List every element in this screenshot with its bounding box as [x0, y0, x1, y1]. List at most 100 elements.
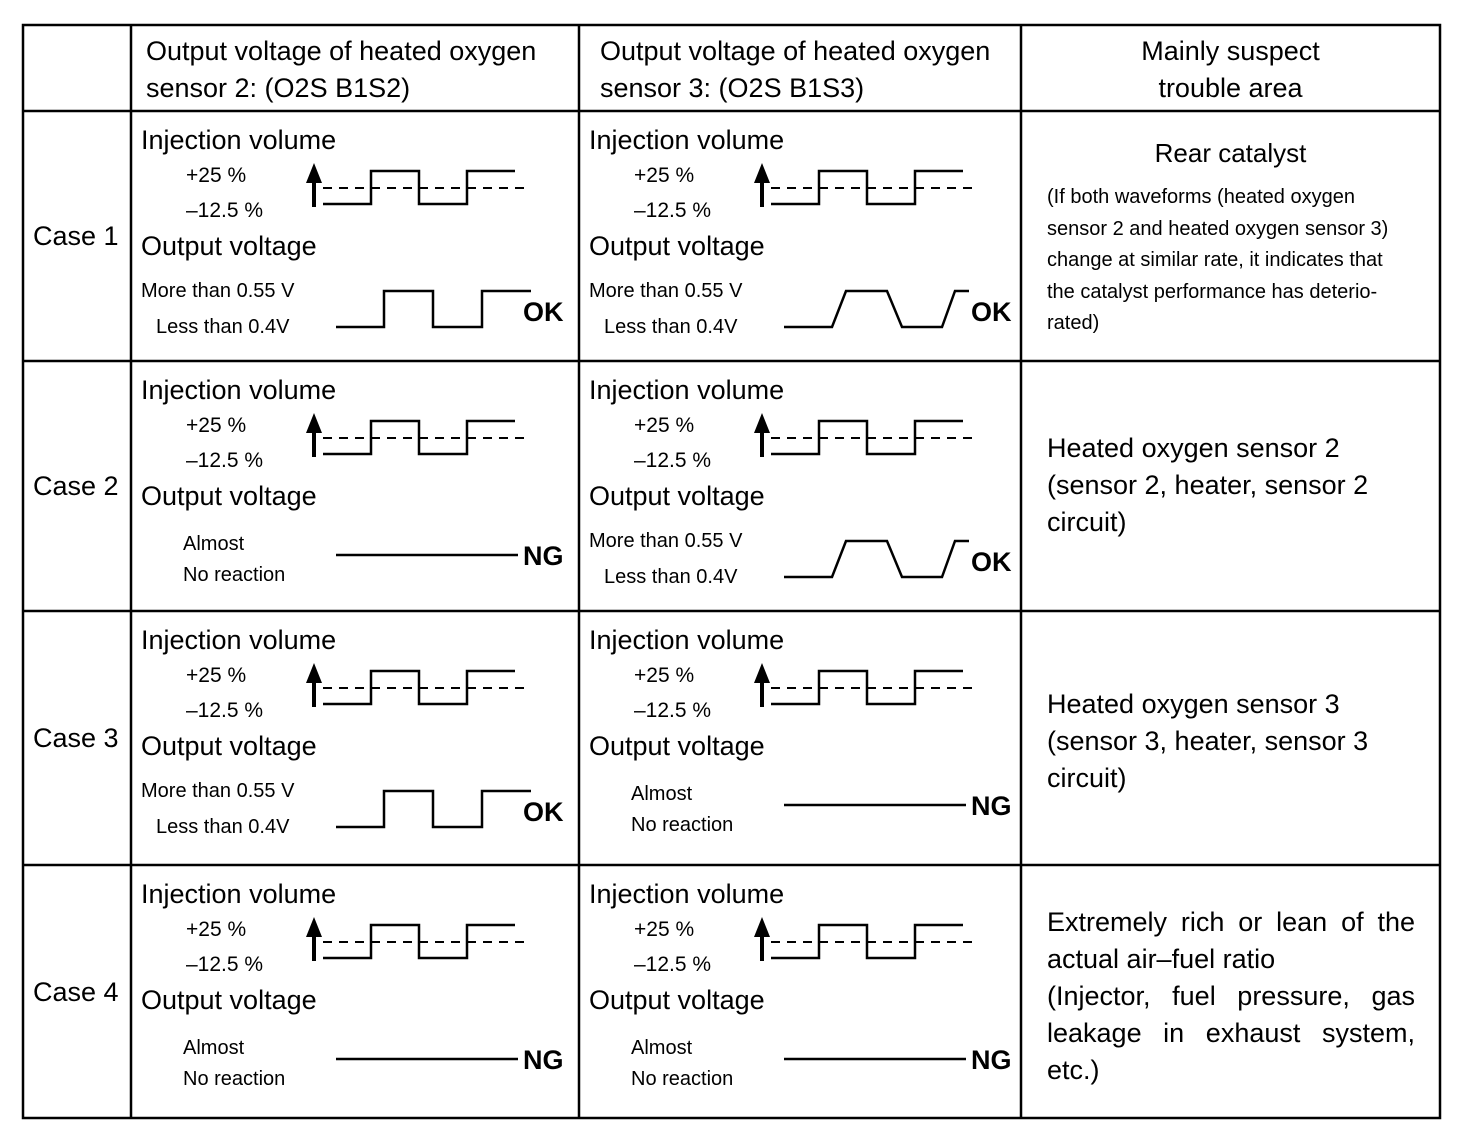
injection-square-wave	[771, 923, 963, 960]
output-voltage-label: Output voltage	[589, 985, 765, 1015]
note-line: (If both waveforms (heated oxygen	[1047, 186, 1355, 208]
injection-waveform	[306, 663, 525, 707]
injection-square-wave	[771, 419, 963, 456]
header-area-line1: Mainly suspect	[1141, 36, 1320, 66]
note-line: sensor 2 and heated oxygen sensor 3)	[1047, 217, 1389, 240]
injection-waveform	[306, 163, 525, 207]
area-line: circuit)	[1047, 507, 1127, 537]
injection-square-wave	[323, 169, 515, 206]
injection-low-label: –12.5 %	[186, 699, 264, 722]
injection-waveform	[754, 413, 973, 457]
up-arrow-icon	[754, 917, 770, 937]
area-line: circuit)	[1047, 763, 1127, 793]
area-line: actual air–fuel ratio	[1047, 944, 1276, 974]
case-label: Case 1	[33, 221, 119, 251]
note-line: change at similar rate, it indicates tha…	[1047, 249, 1383, 271]
injection-low-label: –12.5 %	[634, 449, 712, 472]
header-sensor3-line2: sensor 3: (O2S B1S3)	[600, 73, 865, 103]
area-line: leakage in exhaust system,	[1047, 1018, 1415, 1048]
injection-high-label: +25 %	[634, 918, 695, 941]
output-level-label-1: Almost	[183, 1037, 245, 1059]
injection-high-label: +25 %	[186, 664, 247, 687]
output-level-label-1: More than 0.55 V	[589, 280, 743, 302]
up-arrow-icon	[306, 413, 322, 433]
output-level-label-2: No reaction	[183, 1068, 286, 1090]
injection-square-wave	[323, 923, 515, 960]
header-area-line2: trouble area	[1158, 73, 1303, 103]
injection-square-wave	[771, 169, 963, 206]
output-level-label-2: Less than 0.4V	[604, 566, 738, 588]
output-level-label-1: Almost	[631, 783, 693, 805]
output-voltage-label: Output voltage	[141, 231, 317, 261]
up-arrow-icon	[306, 917, 322, 937]
injection-low-label: –12.5 %	[186, 449, 264, 472]
area-rear-catalyst-note: (If both waveforms (heated oxygen sensor…	[1047, 182, 1415, 340]
injection-low-label: –12.5 %	[186, 953, 264, 976]
output-waveform	[784, 1057, 966, 1061]
verdict-ok: OK	[971, 547, 1012, 577]
area-line: Heated oxygen sensor 3	[1047, 689, 1340, 719]
injection-waveform	[306, 917, 525, 961]
note-line: rated)	[1047, 312, 1100, 334]
output-voltage-label: Output voltage	[141, 481, 317, 511]
output-level-label-1: More than 0.55 V	[589, 530, 743, 552]
area-line: Heated oxygen sensor 2	[1047, 433, 1340, 463]
output-level-label-1: More than 0.55 V	[141, 280, 295, 302]
injection-low-label: –12.5 %	[186, 199, 264, 222]
injection-high-label: +25 %	[634, 664, 695, 687]
output-waveform	[336, 553, 518, 557]
verdict-ng: NG	[523, 1045, 564, 1075]
injection-square-wave	[771, 669, 963, 706]
note-line: the catalyst performance has deterio-	[1047, 280, 1378, 303]
case-label: Case 2	[33, 471, 119, 501]
area-line: etc.)	[1047, 1055, 1100, 1085]
up-arrow-icon	[754, 163, 770, 183]
injection-high-label: +25 %	[186, 164, 247, 187]
area-line: (sensor 2, heater, sensor 2	[1047, 470, 1369, 500]
output-level-label-1: More than 0.55 V	[141, 780, 295, 802]
verdict-ng: NG	[971, 1045, 1012, 1075]
case-label: Case 3	[33, 723, 119, 753]
header-trouble-area: Mainly suspect trouble area	[1021, 33, 1440, 107]
output-waveform	[784, 539, 969, 579]
verdict-ok: OK	[971, 297, 1012, 327]
output-level-label-2: No reaction	[631, 1068, 734, 1090]
output-voltage-label: Output voltage	[589, 731, 765, 761]
injection-low-label: –12.5 %	[634, 953, 712, 976]
injection-high-label: +25 %	[634, 164, 695, 187]
injection-square-wave	[323, 669, 515, 706]
header-sensor2-line1: Output voltage of heated oxygen	[146, 36, 537, 66]
output-level-label-2: No reaction	[631, 814, 734, 836]
output-level-label-1: Almost	[631, 1037, 693, 1059]
output-trapezoid-wave	[784, 289, 969, 329]
header-sensor2: Output voltage of heated oxygen sensor 2…	[146, 33, 536, 107]
injection-volume-label: Injection volume	[141, 375, 337, 405]
verdict-ng: NG	[971, 791, 1012, 821]
up-arrow-icon	[754, 413, 770, 433]
output-voltage-label: Output voltage	[141, 985, 317, 1015]
output-voltage-label: Output voltage	[141, 731, 317, 761]
output-voltage-label: Output voltage	[589, 481, 765, 511]
output-voltage-label: Output voltage	[589, 231, 765, 261]
injection-volume-label: Injection volume	[589, 625, 785, 655]
area-rear-catalyst-title: Rear catalyst	[1154, 138, 1307, 168]
output-square-wave	[336, 289, 531, 329]
area-case4: Extremely rich or lean of the actual air…	[1047, 904, 1415, 1089]
injection-high-label: +25 %	[186, 918, 247, 941]
output-level-label-2: No reaction	[183, 564, 286, 586]
output-trapezoid-wave	[784, 539, 969, 579]
injection-high-label: +25 %	[186, 414, 247, 437]
output-level-label-2: Less than 0.4V	[156, 816, 290, 838]
up-arrow-icon	[306, 163, 322, 183]
output-waveform	[336, 1057, 518, 1061]
case-label: Case 4	[33, 976, 119, 1007]
area-case3: Heated oxygen sensor 3 (sensor 3, heater…	[1047, 686, 1415, 797]
verdict-ok: OK	[523, 797, 564, 827]
injection-waveform	[754, 917, 973, 961]
injection-low-label: –12.5 %	[634, 699, 712, 722]
area-line: Extremely rich or lean of the	[1047, 907, 1415, 937]
injection-square-wave	[323, 419, 515, 456]
injection-waveform	[306, 413, 525, 457]
header-sensor3: Output voltage of heated oxygen sensor 3…	[600, 33, 990, 107]
up-arrow-icon	[754, 663, 770, 683]
